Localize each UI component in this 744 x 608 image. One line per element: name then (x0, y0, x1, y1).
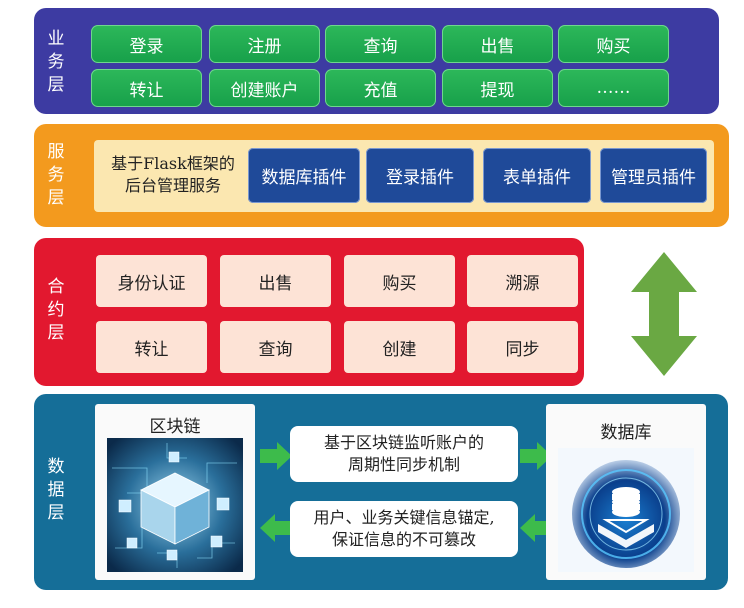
login-plugin-button[interactable]: 登录插件 (366, 148, 474, 203)
database-icon (558, 448, 694, 572)
sync-mechanism-box: 基于区块链监听账户的 周期性同步机制 (290, 426, 518, 482)
label-char: 据 (47, 480, 65, 500)
contract-layer-label: 合 约 层 (45, 276, 67, 345)
buy-button[interactable]: 购买 (558, 25, 669, 63)
service-layer-label: 服 务 层 (45, 141, 67, 210)
bidirectional-arrow-icon (631, 252, 697, 376)
database-card: 数据库 (546, 404, 706, 580)
sync-line-2: 周期性同步机制 (347, 455, 460, 474)
label-char: 层 (47, 503, 65, 523)
create-account-button[interactable]: 创建账户 (209, 69, 320, 107)
withdraw-button[interactable]: 提现 (442, 69, 553, 107)
arrow-right-icon (260, 442, 292, 470)
recharge-button[interactable]: 充值 (325, 69, 436, 107)
sync-function[interactable]: 同步 (467, 321, 578, 373)
trace-function[interactable]: 溯源 (467, 255, 578, 307)
query-function[interactable]: 查询 (220, 321, 331, 373)
label-char: 层 (47, 188, 65, 208)
label-char: 务 (47, 165, 65, 185)
anchor-line-2: 保证信息的不可篡改 (331, 530, 476, 549)
buy-function[interactable]: 购买 (344, 255, 455, 307)
register-button[interactable]: 注册 (209, 25, 320, 63)
blockchain-title: 区块链 (149, 417, 201, 437)
database-title: 数据库 (600, 423, 652, 443)
label-char: 合 (47, 277, 65, 297)
label-char: 服 (47, 142, 65, 162)
form-plugin-button[interactable]: 表单插件 (483, 148, 591, 203)
sell-button[interactable]: 出售 (442, 25, 553, 63)
label-char: 务 (47, 52, 65, 72)
business-layer-label: 业 务 层 (45, 28, 67, 97)
contract-layer: 合 约 层 身份认证 出售 购买 溯源 转让 查询 创建 同步 (34, 238, 584, 386)
anchor-info-box: 用户、业务关键信息锚定, 保证信息的不可篡改 (290, 501, 518, 557)
service-layer: 服 务 层 基于Flask框架的 后台管理服务 数据库插件 登录插件 表单插件 … (34, 124, 729, 227)
admin-plugin-button[interactable]: 管理员插件 (600, 148, 707, 203)
label-char: 约 (47, 300, 65, 320)
service-panel: 基于Flask框架的 后台管理服务 数据库插件 登录插件 表单插件 管理员插件 (94, 140, 714, 212)
login-button[interactable]: 登录 (91, 25, 202, 63)
backend-line-2: 后台管理服务 (124, 176, 221, 195)
arrow-right-icon (520, 442, 552, 470)
arrow-left-icon (260, 514, 292, 542)
transfer-button[interactable]: 转让 (91, 69, 202, 107)
arrow-left-icon (520, 514, 552, 542)
label-char: 层 (47, 323, 65, 343)
label-char: 数 (47, 457, 65, 477)
query-button[interactable]: 查询 (325, 25, 436, 63)
blockchain-card: 区块链 (95, 404, 255, 580)
sell-function[interactable]: 出售 (220, 255, 331, 307)
label-char: 业 (47, 29, 65, 49)
label-char: 层 (47, 75, 65, 95)
data-layer: 数 据 层 区块链 (34, 394, 728, 590)
identity-auth-function[interactable]: 身份认证 (96, 255, 207, 307)
database-plugin-button[interactable]: 数据库插件 (248, 148, 360, 203)
data-layer-label: 数 据 层 (45, 456, 67, 525)
more-button[interactable]: …… (558, 69, 669, 107)
backend-service-text: 基于Flask框架的 后台管理服务 (103, 153, 243, 197)
business-layer: 业 务 层 登录 注册 查询 出售 购买 转让 创建账户 充值 提现 …… (34, 8, 719, 114)
backend-line-1: 基于Flask框架的 (111, 154, 235, 173)
sync-line-1: 基于区块链监听账户的 (323, 433, 484, 452)
blockchain-cube-icon (107, 438, 243, 572)
create-function[interactable]: 创建 (344, 321, 455, 373)
transfer-function[interactable]: 转让 (96, 321, 207, 373)
anchor-line-1: 用户、业务关键信息锚定, (313, 508, 495, 527)
